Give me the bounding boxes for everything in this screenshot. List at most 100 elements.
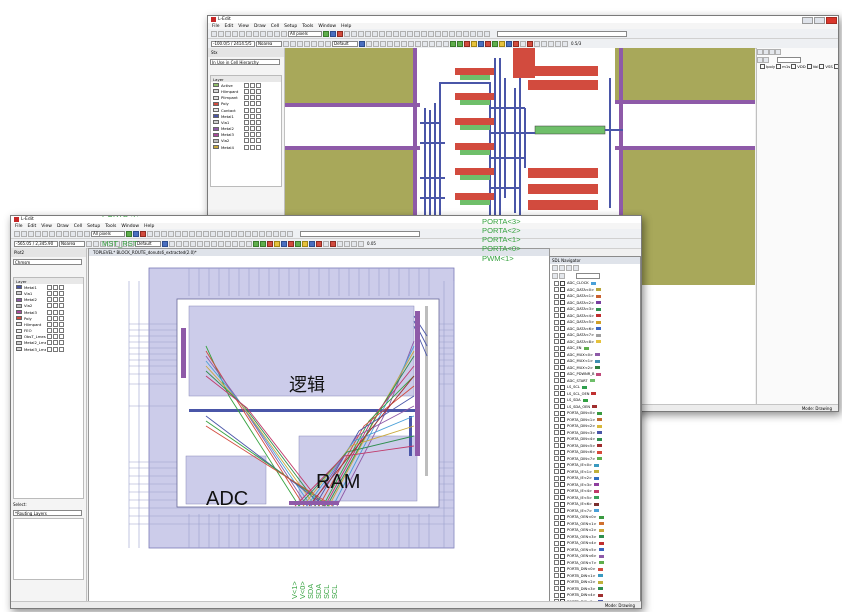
tool-c15[interactable] [541,40,547,47]
tree-checkbox[interactable] [776,64,782,70]
layer-visibility-checkbox[interactable] [244,144,249,150]
draw-box-button[interactable] [283,40,289,47]
layer-visibility-checkbox[interactable] [256,144,261,150]
layer-visibility-checkbox[interactable] [47,346,52,352]
front-layer-row[interactable]: Metal2_Lmeso [14,340,83,346]
tree-checkbox[interactable] [806,64,812,70]
tool-c1[interactable] [366,40,372,47]
net-checkbox[interactable] [560,534,565,540]
expand-icon[interactable] [554,482,559,488]
back-layer-row[interactable]: Metal2 [211,126,281,132]
layer-visibility-checkbox[interactable] [53,284,58,290]
net-row[interactable]: PORTA_IE<5> [550,495,640,502]
tool-g3[interactable] [260,240,266,247]
net-row[interactable]: PORTA_DIN<3> [550,430,640,437]
tool-r4[interactable] [513,40,519,47]
tool-a12[interactable] [421,30,427,37]
layer-visibility-checkbox[interactable] [47,297,52,303]
layer-visibility-checkbox[interactable] [244,88,249,94]
net-checkbox[interactable] [560,365,565,371]
layer-visibility-checkbox[interactable] [59,297,64,303]
net-row[interactable]: ADC_EN [550,345,640,352]
tool-c5[interactable] [197,240,203,247]
net-row[interactable]: LS_SCL_OEN [550,391,640,398]
layer-visibility-checkbox[interactable] [47,328,52,334]
net-checkbox[interactable] [560,384,565,390]
tree-checkbox[interactable] [791,64,797,70]
draw-box-button[interactable] [86,240,92,247]
tool-c12[interactable] [443,40,449,47]
net-checkbox[interactable] [560,449,565,455]
net-row[interactable]: PORTB_DIN<0> [550,566,640,573]
expand-icon[interactable] [554,306,559,312]
expand-icon[interactable] [554,495,559,501]
net-checkbox[interactable] [560,586,565,592]
net-checkbox[interactable] [560,547,565,553]
expand-icon[interactable] [554,404,559,410]
net-checkbox[interactable] [560,430,565,436]
open-file-button[interactable] [21,230,27,237]
front-rotate-dropdown[interactable]: Noarea [59,240,85,247]
net-checkbox[interactable] [560,352,565,358]
expand-icon[interactable] [554,371,559,377]
layer-visibility-checkbox[interactable] [47,284,52,290]
expand-icon[interactable] [554,553,559,559]
tool-b4[interactable] [506,40,512,47]
tree-item[interactable]: m1s [775,64,790,70]
net-row[interactable]: PORTA_DIN<0> [550,410,640,417]
tool-a17[interactable] [456,30,462,37]
tool-a10[interactable] [407,30,413,37]
layer-visibility-checkbox[interactable] [47,290,52,296]
sdl-tool-1[interactable] [552,265,558,271]
front-layer-row[interactable]: Metal1 [14,284,83,290]
layer-visibility-checkbox[interactable] [250,132,255,138]
tool-r5[interactable] [527,40,533,47]
tool-c5[interactable] [394,40,400,47]
print-button[interactable] [35,230,41,237]
net-checkbox[interactable] [560,456,565,462]
tool-a18[interactable] [266,230,272,237]
net-checkbox[interactable] [560,371,565,377]
layer-visibility-checkbox[interactable] [244,113,249,119]
net-row[interactable]: ADC_START [550,378,640,385]
tool-b2[interactable] [359,40,365,47]
net-row[interactable]: ADC_DATA<8> [550,339,640,346]
net-checkbox[interactable] [560,326,565,332]
menu-help[interactable]: Help [144,223,155,229]
menu-window[interactable]: Window [318,23,337,29]
expand-icon[interactable] [554,326,559,332]
menu-file[interactable]: File [15,223,23,229]
tool-r1[interactable] [337,30,343,37]
net-row[interactable]: PORTA_IE<4> [550,488,640,495]
layer-visibility-checkbox[interactable] [59,328,64,334]
expand-icon[interactable] [554,501,559,507]
expand-icon[interactable] [554,397,559,403]
paste-button[interactable] [56,230,62,237]
front-offgrid-dropdown[interactable]: All pixels [91,230,125,237]
layer-visibility-checkbox[interactable] [59,284,64,290]
tool-c4[interactable] [387,40,393,47]
tool-r1[interactable] [140,230,146,237]
front-layer-row[interactable]: Metal2 [14,297,83,303]
tool-r3[interactable] [485,40,491,47]
net-checkbox[interactable] [560,345,565,351]
menu-file[interactable]: File [212,23,220,29]
tool-a15[interactable] [442,30,448,37]
expand-icon[interactable] [554,462,559,468]
menu-setup[interactable]: Setup [87,223,101,229]
net-row[interactable]: PORTA_OEN<0> [550,514,640,521]
tool-a20[interactable] [477,30,483,37]
net-checkbox[interactable] [560,592,565,598]
net-row[interactable]: PORTA_OEN<1> [550,521,640,528]
net-checkbox[interactable] [560,560,565,566]
expand-icon[interactable] [554,352,559,358]
net-checkbox[interactable] [560,436,565,442]
zoom-out-button[interactable] [84,230,90,237]
expand-icon[interactable] [554,488,559,494]
tool-g2[interactable] [450,40,456,47]
draw-port-button[interactable] [311,40,317,47]
net-checkbox[interactable] [560,482,565,488]
tool-c6[interactable] [401,40,407,47]
tool-c16[interactable] [548,40,554,47]
tool-c2[interactable] [176,240,182,247]
